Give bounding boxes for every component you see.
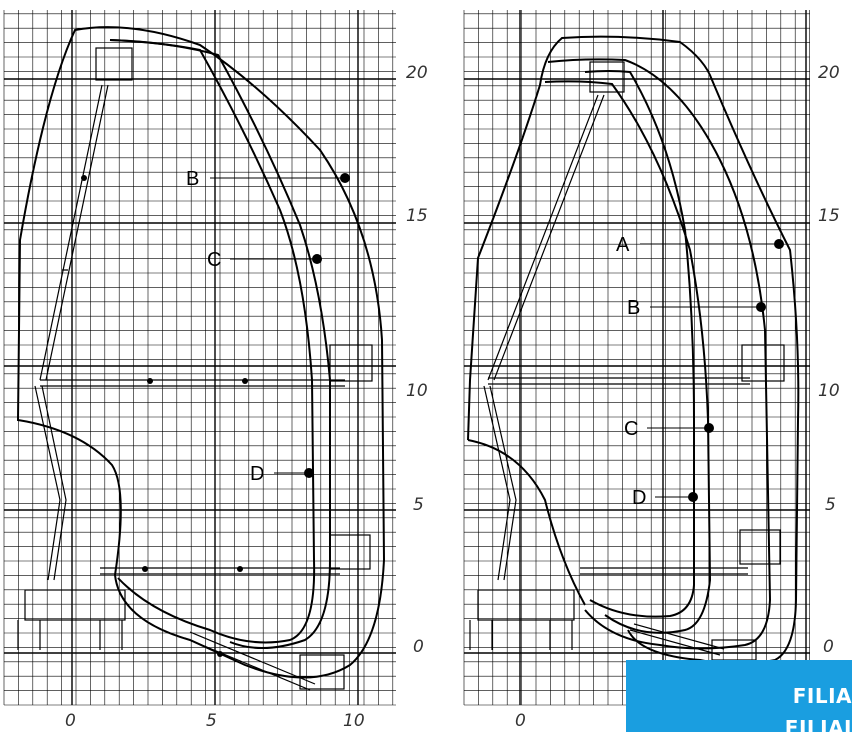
left-envelope-b — [16, 26, 386, 679]
left-envelope-c — [109, 39, 331, 650]
right-label-c: C — [624, 418, 638, 440]
right-envelope-a — [467, 35, 800, 665]
left-x-tick-5: 5 — [206, 711, 217, 731]
left-y-tick-15: 15 — [406, 206, 428, 226]
right-y-tick-15: 15 — [818, 206, 840, 226]
left-lower-arms — [34, 385, 67, 581]
left-x-tick-10: 10 — [343, 711, 365, 731]
left-marker-b — [340, 173, 350, 183]
right-marker-a — [774, 239, 784, 249]
left-chassis — [24, 589, 126, 621]
right-curve-labels: A B C D — [616, 234, 784, 509]
right-basket-mid-upper — [741, 344, 785, 382]
right-boom-horizontal-upper — [488, 377, 750, 385]
brand-badge-line1: FILIA — [792, 684, 852, 708]
left-envelopes — [16, 26, 386, 679]
right-outriggers — [469, 620, 573, 650]
left-joints — [81, 175, 248, 657]
right-envelopes — [467, 35, 800, 665]
left-basket-bottom — [299, 654, 345, 690]
right-label-d: D — [632, 487, 646, 509]
right-boom-down — [629, 623, 725, 656]
left-y-tick-5: 5 — [413, 495, 424, 515]
left-y-tick-0: 0 — [413, 637, 424, 657]
right-y-tick-5: 5 — [825, 495, 836, 515]
grid-right — [463, 10, 810, 706]
right-basket-mid-lower — [739, 529, 781, 565]
brand-badge-line2: FILIAI — [784, 716, 852, 732]
left-boom-down — [184, 631, 316, 691]
left-marker-c — [312, 254, 322, 264]
right-axis-ticks: 0 0 5 10 15 20 — [515, 63, 840, 731]
left-booms — [17, 47, 373, 691]
left-basket-mid-lower — [329, 534, 371, 570]
right-y-tick-20: 20 — [818, 63, 840, 83]
left-axis-ticks: 0 5 10 0 5 10 15 20 — [65, 63, 428, 731]
right-y-tick-0: 0 — [823, 637, 834, 657]
right-envelope-d — [584, 70, 695, 618]
right-basket-top — [589, 61, 625, 93]
right-marker-b — [756, 302, 766, 312]
brand-badge: FILIA FILIAI — [626, 660, 852, 732]
right-boom-vertical — [487, 94, 605, 381]
right-label-b: B — [627, 297, 640, 319]
right-marker-c — [704, 423, 714, 433]
right-marker-d — [688, 492, 698, 502]
right-envelope-c — [544, 80, 712, 634]
left-label-c: C — [207, 249, 221, 271]
left-basket-mid-upper — [329, 344, 373, 382]
left-outriggers — [17, 620, 123, 650]
right-boom-horizontal-lower — [580, 567, 748, 575]
left-y-tick-20: 20 — [406, 63, 428, 83]
left-envelope-d — [109, 39, 316, 644]
right-label-a: A — [616, 234, 630, 256]
left-y-tick-10: 10 — [406, 381, 428, 401]
right-y-tick-10: 10 — [818, 381, 840, 401]
left-marker-d — [304, 468, 314, 478]
right-chassis — [477, 589, 575, 621]
left-curve-labels: B C D — [186, 168, 350, 485]
right-envelope-b — [547, 58, 772, 650]
left-label-b: B — [186, 168, 199, 190]
left-boom-horizontal-lower — [100, 567, 340, 575]
left-basket-top — [95, 47, 133, 81]
left-label-d: D — [250, 463, 264, 485]
left-boom-vertical — [39, 84, 109, 381]
right-x-tick-0: 0 — [515, 711, 526, 731]
grid-left — [3, 10, 396, 706]
right-envelope-outer-lower — [467, 439, 586, 606]
left-boom-horizontal-upper — [40, 379, 345, 387]
left-x-tick-0: 0 — [65, 711, 76, 731]
right-lower-arms — [483, 385, 517, 581]
